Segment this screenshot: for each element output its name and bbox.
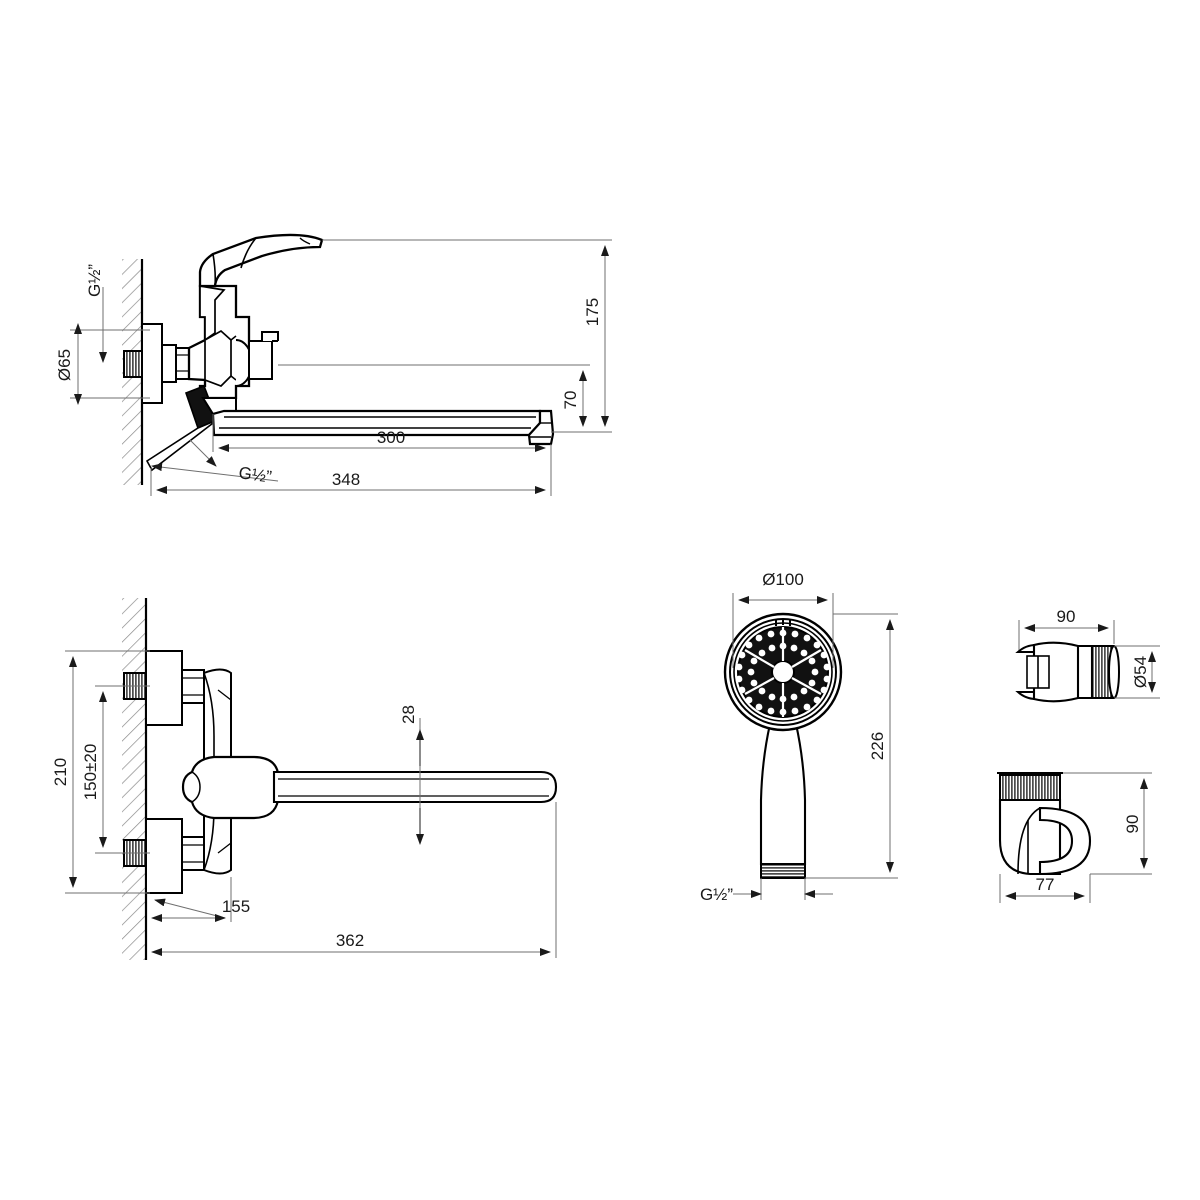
mixer-body (187, 284, 253, 400)
dim-total-reach: 348 (332, 470, 360, 489)
dim-spout-length: 300 (377, 428, 405, 447)
inlet-upper (123, 650, 205, 726)
spout-front (272, 770, 558, 804)
dim-bracket-height: 90 (1123, 815, 1142, 834)
view-bracket-top (1015, 620, 1160, 703)
view-bracket-side (997, 771, 1152, 903)
dim-total-length: 362 (336, 931, 364, 950)
dim-shower-thread: G½” (700, 885, 733, 904)
dimension-set-bracket-top (1018, 620, 1160, 699)
dim-overall-height: 210 (51, 758, 70, 786)
shower-outlet (248, 331, 279, 380)
dim-flange-diameter: Ø65 (55, 349, 74, 381)
dim-inlet-thread-top: G½” (85, 264, 104, 297)
dimension-set-hand-shower (732, 593, 898, 900)
dimension-set-bracket-side (999, 772, 1152, 903)
wall-section-front (122, 598, 148, 960)
view-front-elevation (65, 598, 558, 960)
dim-head-diameter: Ø100 (762, 570, 804, 589)
inlet-lower (123, 818, 205, 894)
lever-handle (198, 233, 324, 288)
dim-bracket-diameter: Ø54 (1131, 656, 1150, 688)
dim-bracket-depth: 77 (1036, 875, 1055, 894)
dimension-set-front (65, 650, 557, 958)
dim-body-depth: 155 (222, 897, 250, 916)
view-side-elevation (70, 233, 612, 496)
dim-outlet-thread: G½” (237, 463, 273, 486)
inlet-thread-assembly (123, 323, 190, 404)
dim-spout-diameter: 28 (399, 705, 418, 724)
view-hand-shower (723, 593, 898, 900)
dim-spout-drop: 70 (561, 391, 580, 410)
dim-shower-length: 226 (868, 732, 887, 760)
dimension-set-side (70, 239, 612, 496)
dim-inlet-centres: 150±20 (81, 744, 100, 801)
dim-body-height: 175 (583, 298, 602, 326)
shower-head-face (723, 612, 843, 732)
dim-bracket-width: 90 (1057, 607, 1076, 626)
swivel-spout (201, 397, 555, 446)
lever-handle-front (181, 755, 280, 820)
